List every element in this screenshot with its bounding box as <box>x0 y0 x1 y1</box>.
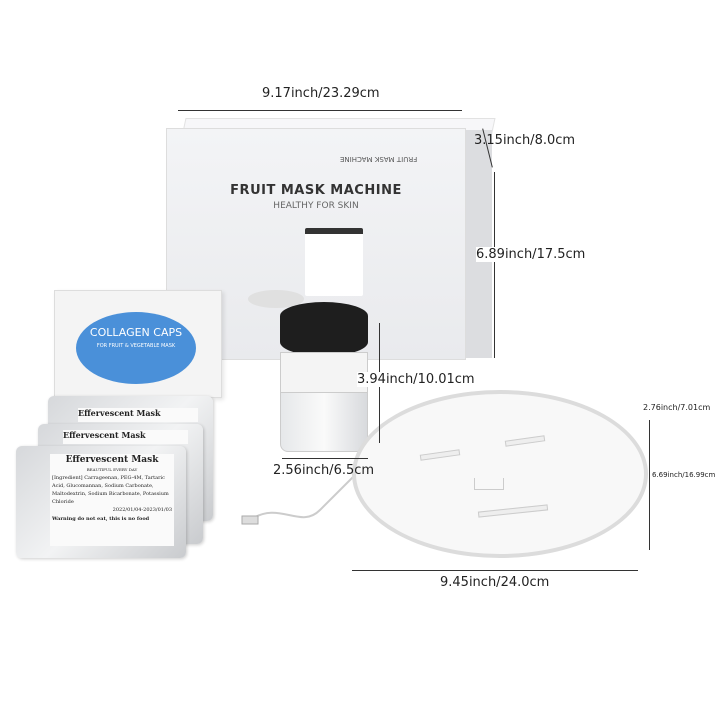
box-machine-image <box>305 228 363 296</box>
dim-line-mask-height <box>649 420 650 550</box>
dim-line-box-width <box>178 110 462 111</box>
fruit-mask-machine <box>280 302 368 452</box>
box-subtitle: HEALTHY FOR SKIN <box>273 201 359 211</box>
collagen-title: COLLAGEN CAPS <box>89 326 183 339</box>
pouch-title: Effervescent Mask <box>65 455 159 465</box>
pouch-warning: Warning do not eat, this is no food <box>52 516 150 522</box>
box-top-text: FRUIT MASK MACHINE <box>340 155 418 163</box>
face-mask-tray <box>352 390 648 558</box>
dim-box-depth: 3.15inch/8.0cm <box>474 133 576 148</box>
dim-line-machine-diameter <box>282 458 368 459</box>
usb-cable <box>241 469 361 525</box>
machine-body <box>280 352 368 394</box>
pouch-ingredients: [Ingredient] Carrageenan, PEG-4M, Tartar… <box>52 475 169 505</box>
collagen-subtitle: FOR FRUIT & VEGETABLE MASK <box>96 343 176 349</box>
dim-machine-diameter: 2.56inch/6.5cm <box>273 463 375 478</box>
pouch-title: Effervescent Mask <box>63 430 188 444</box>
dim-box-height: 6.89inch/17.5cm <box>476 247 586 262</box>
dim-mask-height: 6.69inch/16.99cm <box>652 471 716 479</box>
pouch-tagline: BEAUTIFUL EVERY DAY <box>86 467 138 472</box>
collagen-caps-label: COLLAGEN CAPS FOR FRUIT & VEGETABLE MASK <box>76 312 196 384</box>
dim-mask-width: 9.45inch/24.0cm <box>440 575 550 590</box>
dim-line-box-height <box>494 172 495 358</box>
dim-machine-height: 3.94inch/10.01cm <box>357 372 475 387</box>
dim-line-mask-width <box>352 570 638 571</box>
box-side <box>466 130 492 358</box>
dim-mask-depth: 2.76inch/7.01cm <box>643 403 711 412</box>
pouch-dates: 2022/01/04-2023/01/03 <box>112 507 172 513</box>
mask-nose <box>474 478 504 490</box>
box-mask-image <box>248 290 304 308</box>
pouch-title: Effervescent Mask <box>78 408 198 422</box>
box-title: FRUIT MASK MACHINE <box>230 183 402 198</box>
dim-box-width: 9.17inch/23.29cm <box>262 86 380 101</box>
machine-lid <box>280 302 368 356</box>
machine-container <box>280 392 368 452</box>
pouch-3: Effervescent Mask BEAUTIFUL EVERY DAY [I… <box>16 446 186 558</box>
